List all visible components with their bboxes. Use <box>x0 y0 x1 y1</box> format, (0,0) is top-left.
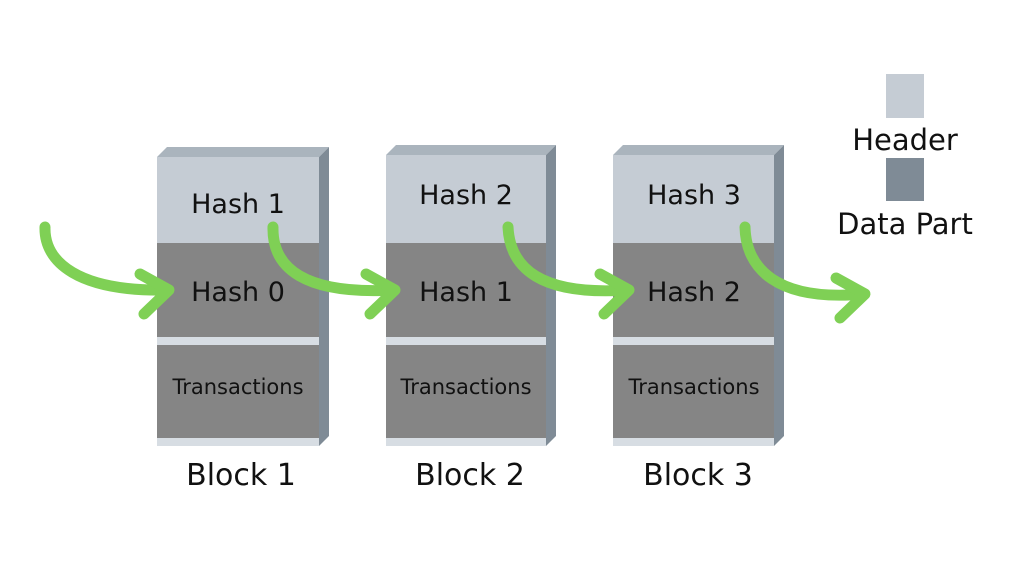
block-1: Hash 1 Hash 0 Transactions Block 1 <box>157 147 329 493</box>
block-1-transactions: Transactions <box>171 375 303 399</box>
legend-data-label: Data Part <box>837 207 973 241</box>
legend-header-swatch <box>886 74 924 118</box>
block-2-separator <box>386 337 546 345</box>
chain-arrows <box>39 221 871 324</box>
block-1-header-hash: Hash 1 <box>191 189 285 220</box>
legend: Header Data Part <box>837 74 973 241</box>
arrow-block-2-to-3 <box>502 221 635 320</box>
block-3-top-face <box>613 145 784 155</box>
block-3-prev-hash: Hash 2 <box>647 277 741 308</box>
arrow-into-block-1-head <box>134 268 175 320</box>
block-3-side-face <box>774 145 784 446</box>
arrow-into-block-1-shaft <box>39 221 174 296</box>
arrow-out-of-block-3-head <box>830 272 871 324</box>
arrow-block-1-to-2 <box>267 221 401 320</box>
block-2: Hash 2 Hash 1 Transactions Block 2 <box>386 145 556 493</box>
block-3-separator <box>613 337 774 345</box>
block-3: Hash 3 Hash 2 Transactions Block 3 <box>613 145 784 493</box>
arrow-into-block-1 <box>39 221 175 320</box>
block-1-top-face <box>157 147 329 157</box>
block-1-prev-hash: Hash 0 <box>191 277 285 308</box>
block-3-bottom-strip <box>613 438 774 446</box>
block-1-header <box>157 157 319 243</box>
arrow-out-of-block-3-shaft <box>739 221 870 301</box>
block-2-prev-hash: Hash 1 <box>419 277 513 308</box>
arrow-block-1-to-2-head <box>360 268 401 320</box>
block-1-hash-section <box>157 243 319 337</box>
block-1-bottom-strip <box>157 438 319 446</box>
block-2-side-face <box>546 145 556 446</box>
block-3-label: Block 3 <box>643 458 753 493</box>
block-1-separator <box>157 337 319 345</box>
block-2-label: Block 2 <box>415 458 525 493</box>
block-2-transactions-section <box>386 345 546 438</box>
arrow-block-2-to-3-shaft <box>502 221 634 297</box>
block-2-header-hash: Hash 2 <box>419 180 513 211</box>
block-2-header <box>386 155 546 243</box>
block-1-transactions-section <box>157 345 319 438</box>
arrow-block-1-to-2-shaft <box>267 221 400 297</box>
arrow-block-2-to-3-head <box>594 268 635 320</box>
legend-header-label: Header <box>852 123 958 157</box>
block-2-transactions: Transactions <box>399 375 531 399</box>
block-2-bottom-strip <box>386 438 546 446</box>
block-3-header-hash: Hash 3 <box>647 180 741 211</box>
block-3-transactions-section <box>613 345 774 438</box>
block-1-side-face <box>319 147 329 446</box>
legend-data-swatch <box>886 158 924 201</box>
block-2-top-face <box>386 145 556 155</box>
arrow-out-of-block-3 <box>739 221 871 324</box>
block-3-transactions: Transactions <box>627 375 759 399</box>
block-1-label: Block 1 <box>186 458 296 493</box>
